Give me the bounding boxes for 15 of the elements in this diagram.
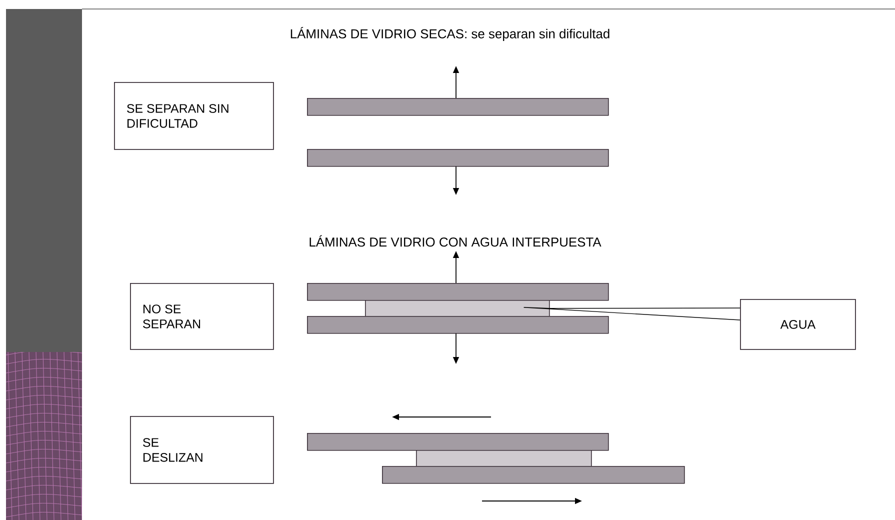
- glass-plate: [382, 466, 685, 484]
- leader-line: [523, 307, 740, 320]
- glass-plate: [307, 149, 609, 167]
- label-box: AGUA: [740, 299, 856, 350]
- glass-plate: [307, 433, 609, 451]
- glass-plate: [307, 98, 609, 116]
- water-layer: [416, 450, 592, 467]
- heading: LÁMINAS DE VIDRIO CON AGUA INTERPUESTA: [310, 235, 602, 247]
- label-box: NO SE SEPARAN: [130, 283, 274, 350]
- glass-plate: [307, 283, 609, 301]
- label-box: SE DESLIZAN: [130, 416, 274, 484]
- glass-plate: [307, 316, 609, 334]
- heading: LÁMINAS DE VIDRIO SECAS: se separan sin dificultad: [290, 27, 610, 41]
- label-box: SE SEPARAN SIN DIFICULTAD: [114, 82, 274, 150]
- water-layer: [365, 300, 550, 317]
